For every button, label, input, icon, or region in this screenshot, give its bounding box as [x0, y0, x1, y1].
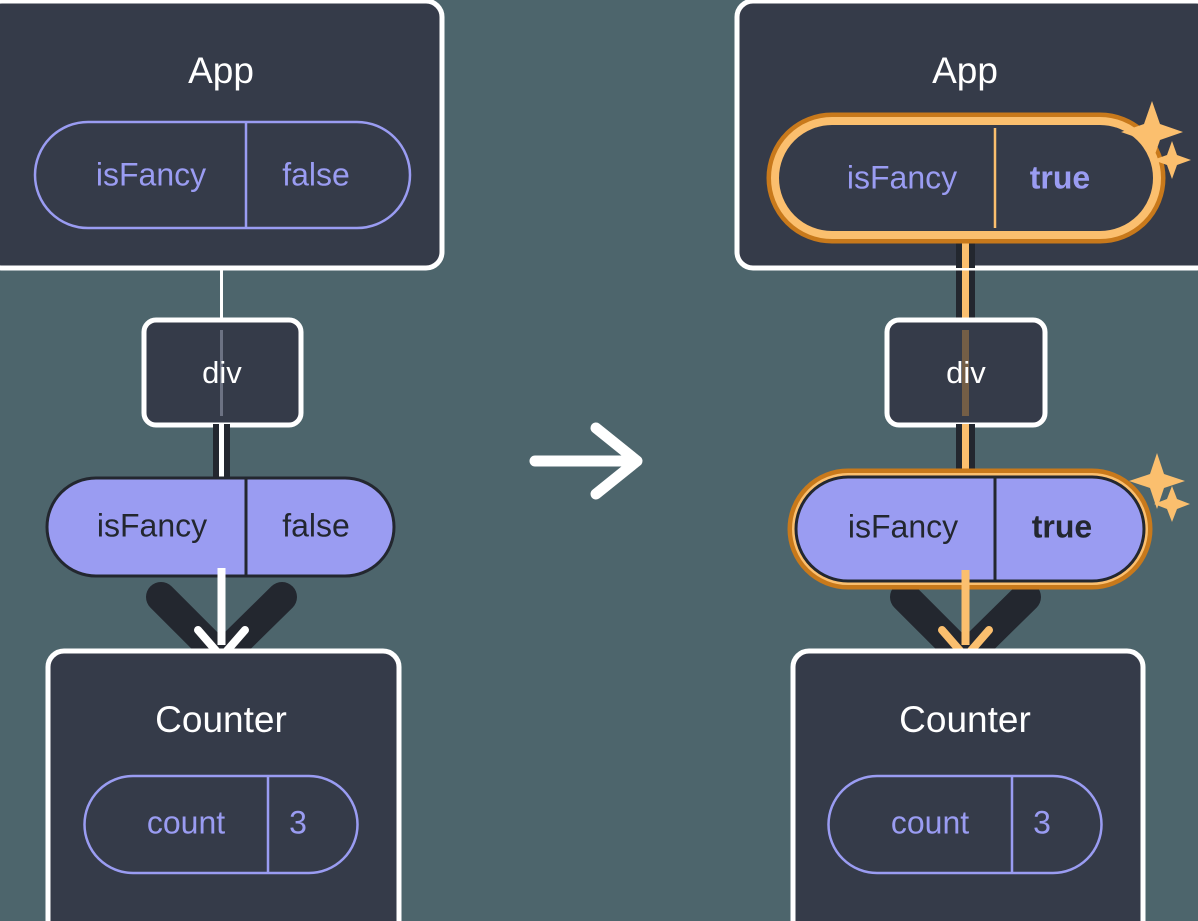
- counter-box-before: [45, 648, 402, 921]
- pill-key-label: isFancy: [848, 508, 958, 544]
- sparkle-star-icon: [1154, 486, 1190, 522]
- node-counter-before: Counter count 3: [45, 648, 402, 921]
- pill-outline-shape: [827, 774, 1103, 875]
- pill-isfancy-passed-before: isFancy false: [45, 476, 396, 578]
- panel-before: App isFancy false div isFanc: [0, 0, 445, 921]
- pill-count-before: count 3: [83, 774, 359, 875]
- counter-title-after: Counter: [899, 699, 1031, 740]
- panel-after: App isFancy true: [734, 0, 1198, 921]
- pill-value-label: false: [282, 507, 350, 543]
- node-div-after: div: [884, 317, 1048, 428]
- pill-isfancy-app-before: isFancy false: [33, 120, 412, 230]
- pill-value-label: true: [1030, 159, 1090, 195]
- pill-isfancy-app-after[interactable]: isFancy true: [766, 112, 1166, 244]
- sparkle-star-icon: [1129, 453, 1185, 509]
- sparkle-small-prop-after: [1154, 486, 1190, 522]
- pill-value-label: 3: [289, 804, 307, 840]
- sparkle-small-app-after: [1153, 141, 1191, 179]
- transition-arrow-right-icon: [529, 422, 643, 500]
- pill-highlight-inner-ring: [771, 117, 1161, 239]
- pill-filled-shape: [794, 475, 1146, 583]
- pill-key-label: isFancy: [847, 159, 957, 195]
- node-counter-after: Counter count 3: [790, 648, 1146, 921]
- pill-filled-shape: [45, 476, 396, 578]
- node-app-after: App isFancy true: [734, 0, 1198, 271]
- counter-box-after: [790, 648, 1146, 921]
- app-title-before: App: [188, 50, 254, 91]
- app-box-before: [0, 0, 445, 271]
- pill-isfancy-passed-after[interactable]: isFancy true: [787, 468, 1153, 590]
- sparkle-large-app-after: [1121, 101, 1183, 163]
- pill-value-label: false: [282, 156, 350, 192]
- pill-key-label: isFancy: [97, 507, 207, 543]
- app-title-after: App: [932, 50, 998, 91]
- sparkle-large-prop-after: [1129, 453, 1185, 509]
- pill-value-label: 3: [1033, 804, 1051, 840]
- counter-title-before: Counter: [155, 699, 287, 740]
- node-div-before: div: [141, 317, 304, 428]
- pill-outline-shape: [83, 774, 359, 875]
- pill-outline-shape: [33, 120, 412, 230]
- div-label-before: div: [202, 355, 242, 390]
- sparkle-star-icon: [1153, 141, 1191, 179]
- sparkle-star-icon: [1121, 101, 1183, 163]
- node-app-before: App isFancy false: [0, 0, 445, 271]
- edge-prop-to-counter-before: [146, 568, 297, 672]
- pill-key-label: count: [891, 804, 969, 840]
- pill-key-label: isFancy: [96, 156, 206, 192]
- arrow-head: [590, 422, 643, 500]
- div-label-after: div: [946, 355, 986, 390]
- pill-count-after: count 3: [827, 774, 1103, 875]
- pill-value-label: true: [1032, 508, 1092, 544]
- pill-key-label: count: [147, 804, 225, 840]
